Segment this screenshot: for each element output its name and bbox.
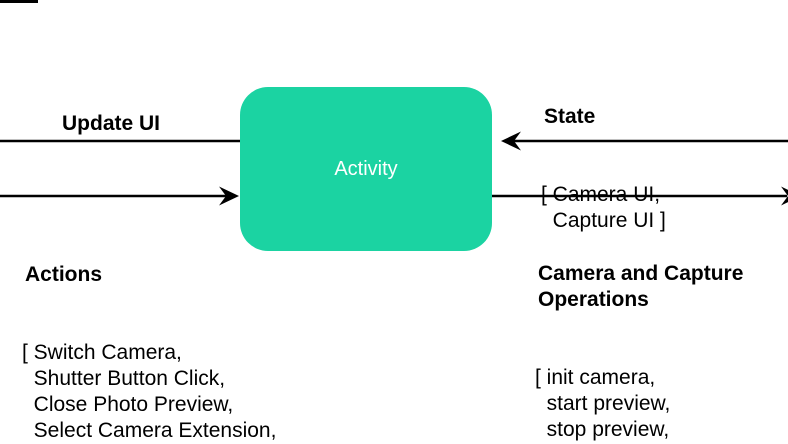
- actions-arrowhead-icon: [219, 186, 239, 206]
- top-edge-artifact: [0, 0, 38, 3]
- camera-ops-list: [ init camera, start preview, stop previ…: [535, 366, 671, 441]
- camera-ops-block: Camera and Capture Operations [ init cam…: [535, 209, 743, 444]
- activity-node: Activity: [240, 87, 492, 251]
- state-block: State [ Camera UI, Capture UI ]: [541, 52, 666, 286]
- actions-title: Actions: [25, 263, 103, 286]
- actions-list: [ Switch Camera, Shutter Button Click, C…: [22, 341, 277, 442]
- actions-block: Actions [ Switch Camera, Shutter Button …: [22, 210, 276, 444]
- activity-node-label: Activity: [334, 157, 398, 180]
- update-ui-label: Update UI: [62, 112, 161, 135]
- state-list: [ Camera UI, Capture UI ]: [541, 183, 666, 232]
- state-arrowhead-icon: [501, 131, 521, 151]
- camera-ops-arrowhead-icon: [781, 186, 788, 206]
- camera-ops-title: Camera and Capture Operations: [538, 262, 744, 311]
- state-title: State: [544, 105, 596, 128]
